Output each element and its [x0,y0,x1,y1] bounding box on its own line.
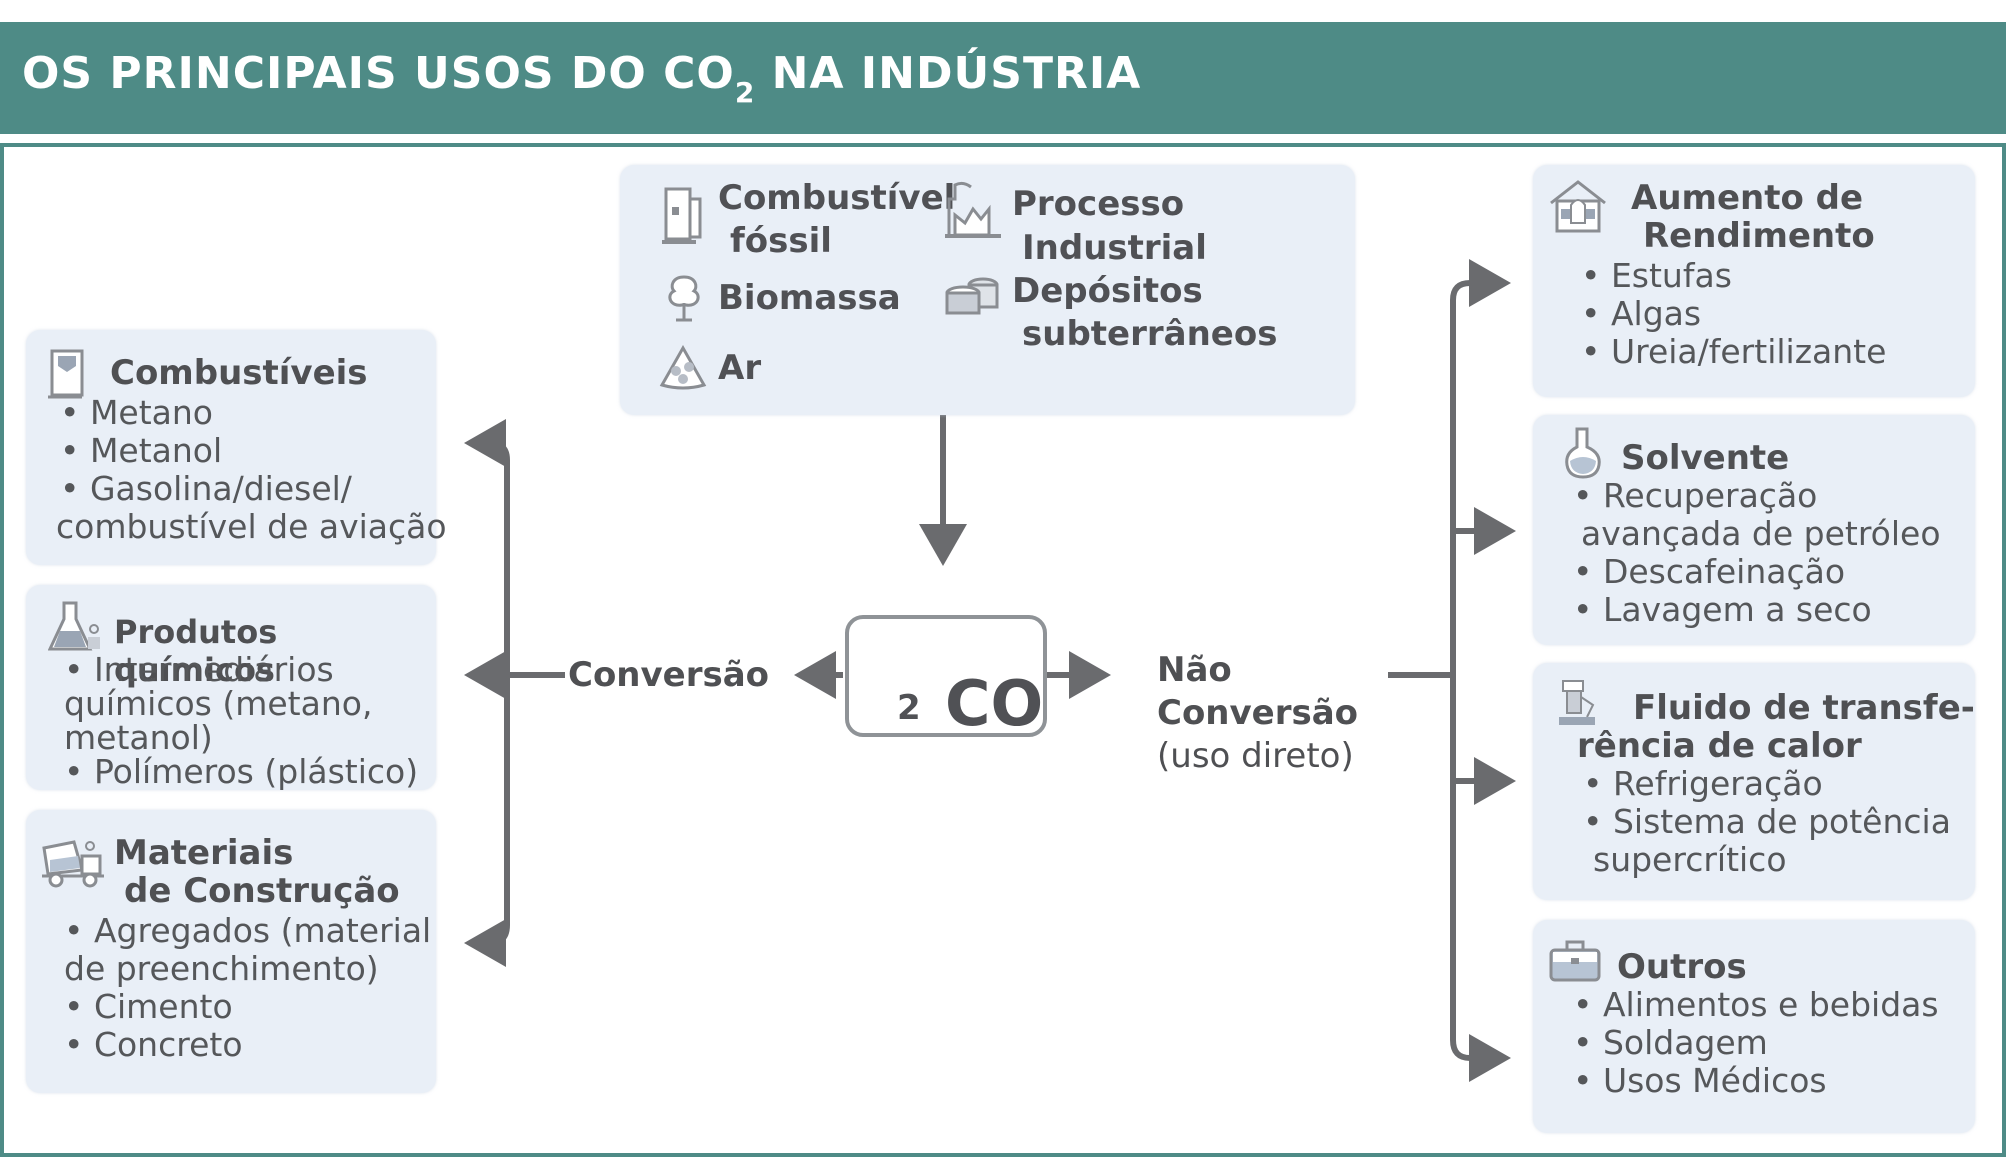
use-box-outros: Outros • Alimentos e bebidas • Soldagem … [1533,920,1975,1133]
list-item: • Concreto [64,1025,243,1064]
round-flask-icon [1565,427,1601,479]
list-item: • Soldagem [1573,1023,1768,1062]
list-item: • Ureia/fertilizante [1581,332,1887,371]
conversion-label: Conversão [568,655,770,695]
use-box-produtos-quimicos: Produtos químicos • Intermediários quími… [26,585,436,790]
use-box-solvente: Solvente • Recuperação avançada de petró… [1533,415,1975,645]
list-item: químicos (metano, [64,684,373,723]
source-label: Processo [1012,184,1185,224]
box-title: Outros [1617,947,1747,987]
use-box-aumento-rendimento: Aumento de Rendimento • Estufas • Algas … [1533,165,1975,397]
source-label: Combustível [718,178,956,218]
list-item: • Metanol [60,431,223,470]
box-title: Fluido de transfe- [1633,688,1975,728]
diagram-frame [0,143,2006,1157]
list-item: • Refrigeração [1583,764,1823,803]
box-title: Materiais [114,833,294,873]
machine-icon [1559,680,1595,725]
list-item: • Recuperação [1573,476,1818,515]
list-item: • Polímeros (plástico) [64,752,419,791]
cement-truck-icon [42,840,104,888]
source-label: subterrâneos [1022,314,1278,354]
list-item: • Algas [1581,294,1702,333]
source-label: Ar [718,348,762,388]
box-title: de Construção [124,871,400,911]
box-title: Solvente [1621,438,1790,478]
sources-box: Combustível fóssil Biomassa Ar Processo … [620,165,1355,415]
list-item: • Metano [60,393,213,432]
use-box-combustiveis: Combustíveis • Metano • Metanol • Gasoli… [26,330,447,565]
fuel-pump-icon [662,187,702,244]
list-item: • Usos Médicos [1573,1061,1827,1100]
use-box-fluido-transferencia: Fluido de transfe- rência de calor • Ref… [1533,663,1975,900]
list-item: combustível de aviação [56,507,447,546]
list-item: • Sistema de potência [1583,802,1951,841]
direct-use-label: (uso direto) [1157,736,1354,776]
source-label: fóssil [730,221,832,261]
box-title: Combustíveis [110,353,368,393]
box-title: Rendimento [1643,216,1875,256]
source-label: Depósitos [1012,271,1203,311]
non-conversion-label: Conversão [1157,693,1359,733]
list-item: metanol) [64,718,213,757]
list-item: de preenchimento) [64,949,379,988]
box-title: rência de calor [1577,726,1862,766]
use-box-materiais-construcao: Materiais de Construção • Agregados (mat… [26,810,436,1093]
list-item: supercrítico [1593,840,1787,879]
list-item: • Descafeinação [1573,552,1846,591]
conversion-branch [475,440,510,946]
fuel-can-icon [48,349,84,399]
box-title: Aumento de [1631,178,1864,218]
tanks-icon [945,277,999,315]
list-item: • Alimentos e bebidas [1573,985,1939,1024]
non-conversion-label: Não [1157,650,1232,690]
air-icon [659,345,707,390]
toolbox-icon [1549,940,1601,982]
list-item: • Agregados (material [64,911,432,950]
factory-icon [945,181,1001,238]
list-item: • Estufas [1581,256,1732,295]
title-banner: OS PRINCIPAIS USOS DO CO2 NA INDÚSTRIA [0,22,2006,134]
source-label: Industrial [1022,228,1207,268]
tree-icon [668,275,700,322]
list-item: • Intermediários [64,650,334,689]
list-item: • Lavagem a seco [1573,590,1872,629]
list-item: • Gasolina/diesel/ [60,469,352,508]
flask-icon [48,601,100,651]
nonconversion-branch [1450,280,1500,1061]
page-title: OS PRINCIPAIS USOS DO CO2 NA INDÚSTRIA [22,48,1142,109]
greenhouse-icon [1550,180,1606,233]
source-label: Biomassa [718,278,901,318]
box-title: Produtos químicos [114,613,278,689]
list-item: avançada de petróleo [1581,514,1941,553]
list-item: • Cimento [64,987,233,1026]
